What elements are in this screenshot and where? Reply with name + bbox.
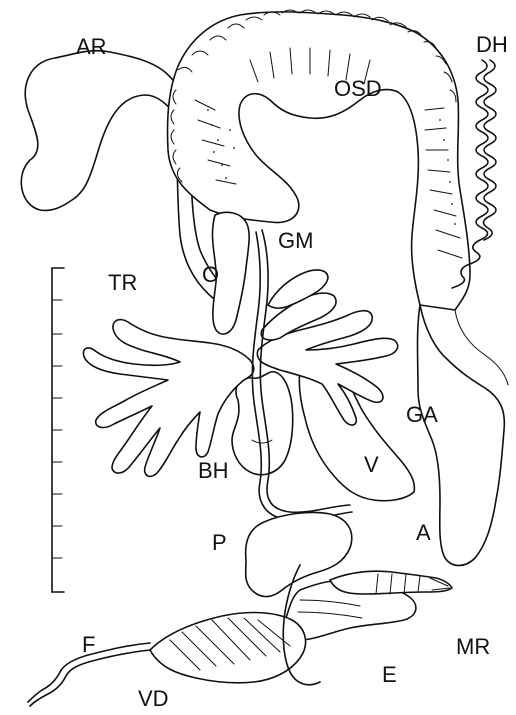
mr-structure (330, 571, 452, 594)
label-vd: VD (138, 686, 169, 711)
label-o: O (202, 262, 219, 287)
label-dh: DH (476, 32, 508, 57)
vd-structure (150, 565, 320, 685)
label-p: P (212, 530, 227, 555)
label-tr: TR (108, 270, 137, 295)
bh-structure (232, 372, 293, 475)
label-f: F (82, 632, 95, 657)
label-mr: MR (456, 634, 490, 659)
label-osd: OSD (334, 76, 382, 101)
scale-bar (52, 268, 64, 592)
label-a: A (416, 520, 431, 545)
label-bh: BH (198, 458, 229, 483)
label-ar: AR (76, 34, 107, 59)
label-v: V (364, 452, 379, 477)
label-gm: GM (278, 228, 313, 253)
label-e: E (382, 662, 397, 687)
ga-structure (418, 305, 509, 566)
label-ga: GA (406, 402, 438, 427)
